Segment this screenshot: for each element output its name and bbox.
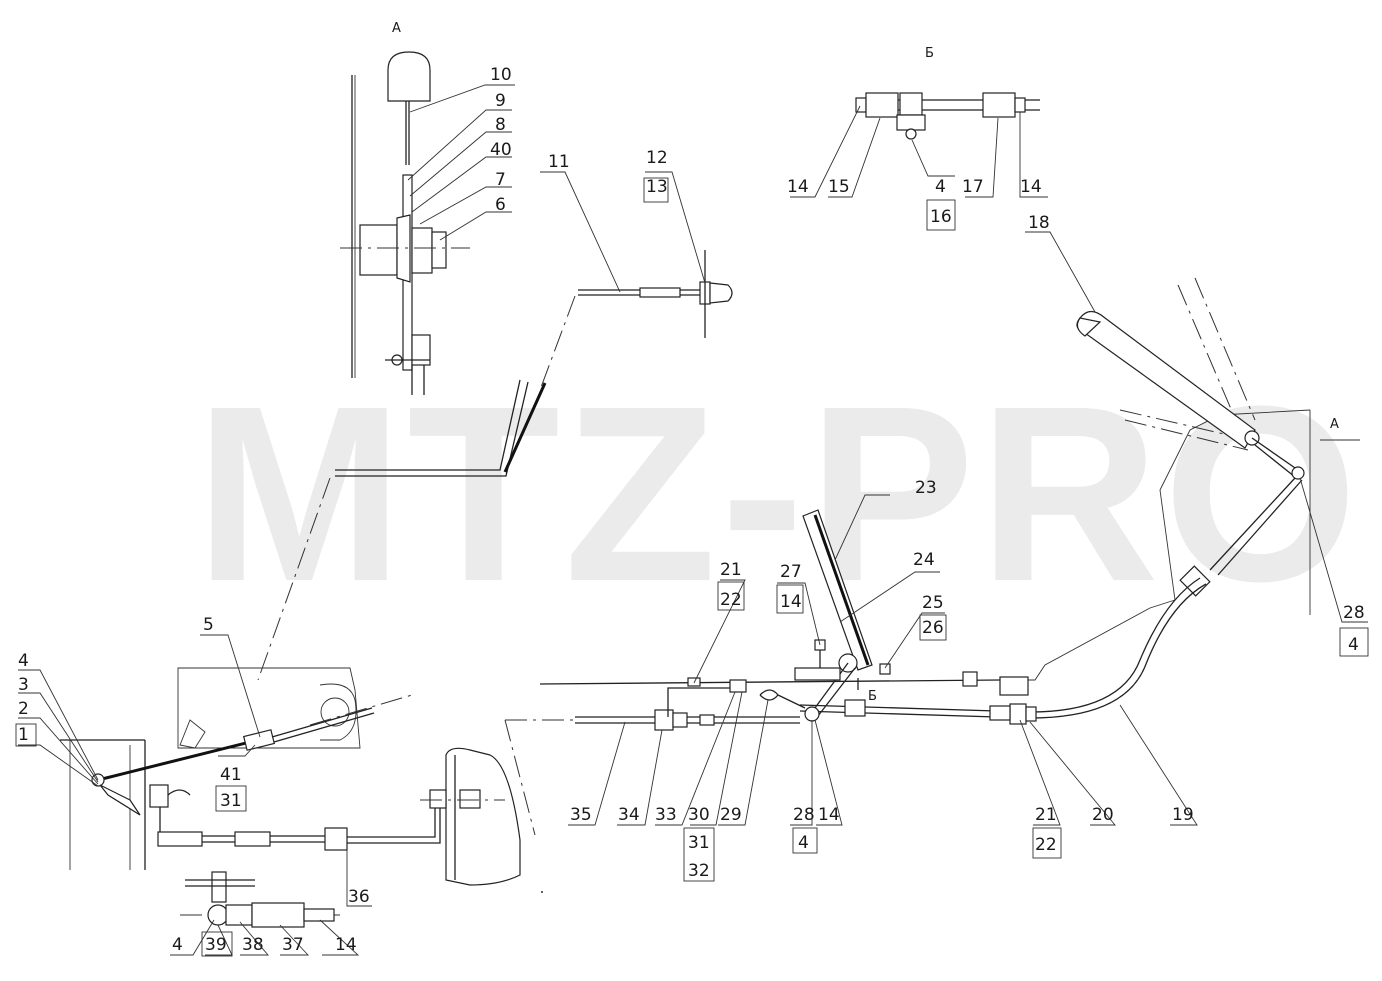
callout-28-center: 28: [793, 805, 815, 825]
pull-knob-cable: 11 12 13: [539, 148, 733, 391]
view-a-detail: А 10 9 8 40 7 6: [340, 21, 515, 395]
callout-35: 35: [570, 805, 592, 825]
bottom-clevis-detail: 4 39 38 37 14: [170, 871, 360, 957]
main-cable-run: [504, 577, 1207, 836]
callout-14-bottom: 14: [335, 935, 357, 955]
callout-19: 19: [1172, 805, 1194, 825]
callout-24: 24: [913, 550, 935, 570]
hand-lever-assembly: 18 А 28 4: [1025, 213, 1369, 657]
callout-3: 3: [18, 675, 29, 695]
callout-22-top: 22: [720, 590, 742, 610]
callout-32: 32: [688, 861, 710, 881]
callout-36: 36: [348, 887, 370, 907]
view-a-arrow-label: А: [1330, 417, 1339, 432]
callout-15: 15: [828, 177, 850, 197]
callout-41: 41: [220, 765, 242, 785]
callout-27: 27: [780, 562, 802, 582]
callout-4-bottom: 4: [172, 935, 183, 955]
bottom-center-callouts: 35 34 33 30 31 32 29 28 4 14 21 22 20 19: [541, 691, 1198, 893]
callout-1: 1: [18, 725, 29, 745]
callout-33: 33: [655, 805, 677, 825]
callout-14-b-right: 14: [1020, 177, 1042, 197]
callout-34: 34: [618, 805, 640, 825]
callout-29: 29: [720, 805, 742, 825]
callout-31-center: 31: [688, 833, 710, 853]
callout-4-left: 4: [18, 651, 29, 671]
callout-23: 23: [915, 478, 937, 498]
callout-21-bottom: 21: [1035, 805, 1057, 825]
callout-14-pedal: 14: [780, 592, 802, 612]
callout-7: 7: [495, 170, 506, 190]
callout-37: 37: [282, 935, 304, 955]
callout-22-bottom: 22: [1035, 835, 1057, 855]
callout-9: 9: [495, 91, 506, 111]
callout-13: 13: [646, 177, 668, 197]
callout-40: 40: [490, 140, 512, 160]
callout-11: 11: [548, 152, 570, 172]
callout-5: 5: [203, 615, 214, 635]
view-b-label: Б: [925, 46, 934, 61]
callout-14-center: 14: [818, 805, 840, 825]
callout-14-b-left: 14: [787, 177, 809, 197]
watermark: MTZ-PRO: [195, 354, 1362, 633]
callout-10: 10: [490, 65, 512, 85]
callout-18: 18: [1028, 213, 1050, 233]
callout-39: 39: [205, 935, 227, 955]
callout-17: 17: [962, 177, 984, 197]
callout-4-b: 4: [935, 177, 946, 197]
section-b-mark: Б: [868, 689, 877, 704]
callout-38: 38: [242, 935, 264, 955]
view-a-label: А: [392, 21, 401, 36]
callout-4-right: 4: [1348, 635, 1359, 655]
callout-30: 30: [688, 805, 710, 825]
cab-floor-cable: [257, 379, 547, 681]
callout-2: 2: [18, 699, 29, 719]
callout-16: 16: [930, 207, 952, 227]
callout-8: 8: [495, 115, 506, 135]
callout-31-left: 31: [220, 791, 242, 811]
rear-brake-assembly: 4 3 2 1 5 41 31 36: [15, 615, 521, 907]
callout-12: 12: [646, 148, 668, 168]
view-b-detail: Б 14 15 4 16 17 14: [787, 46, 1048, 231]
callout-4-center: 4: [798, 833, 809, 853]
callout-28-right: 28: [1343, 603, 1365, 623]
callout-25: 25: [922, 593, 944, 613]
callout-20: 20: [1092, 805, 1114, 825]
callout-6: 6: [495, 195, 506, 215]
callout-21-top: 21: [720, 560, 742, 580]
callout-26: 26: [922, 618, 944, 638]
brake-pedal: Б 23 24 27 14 25 26 21 22: [693, 478, 947, 722]
